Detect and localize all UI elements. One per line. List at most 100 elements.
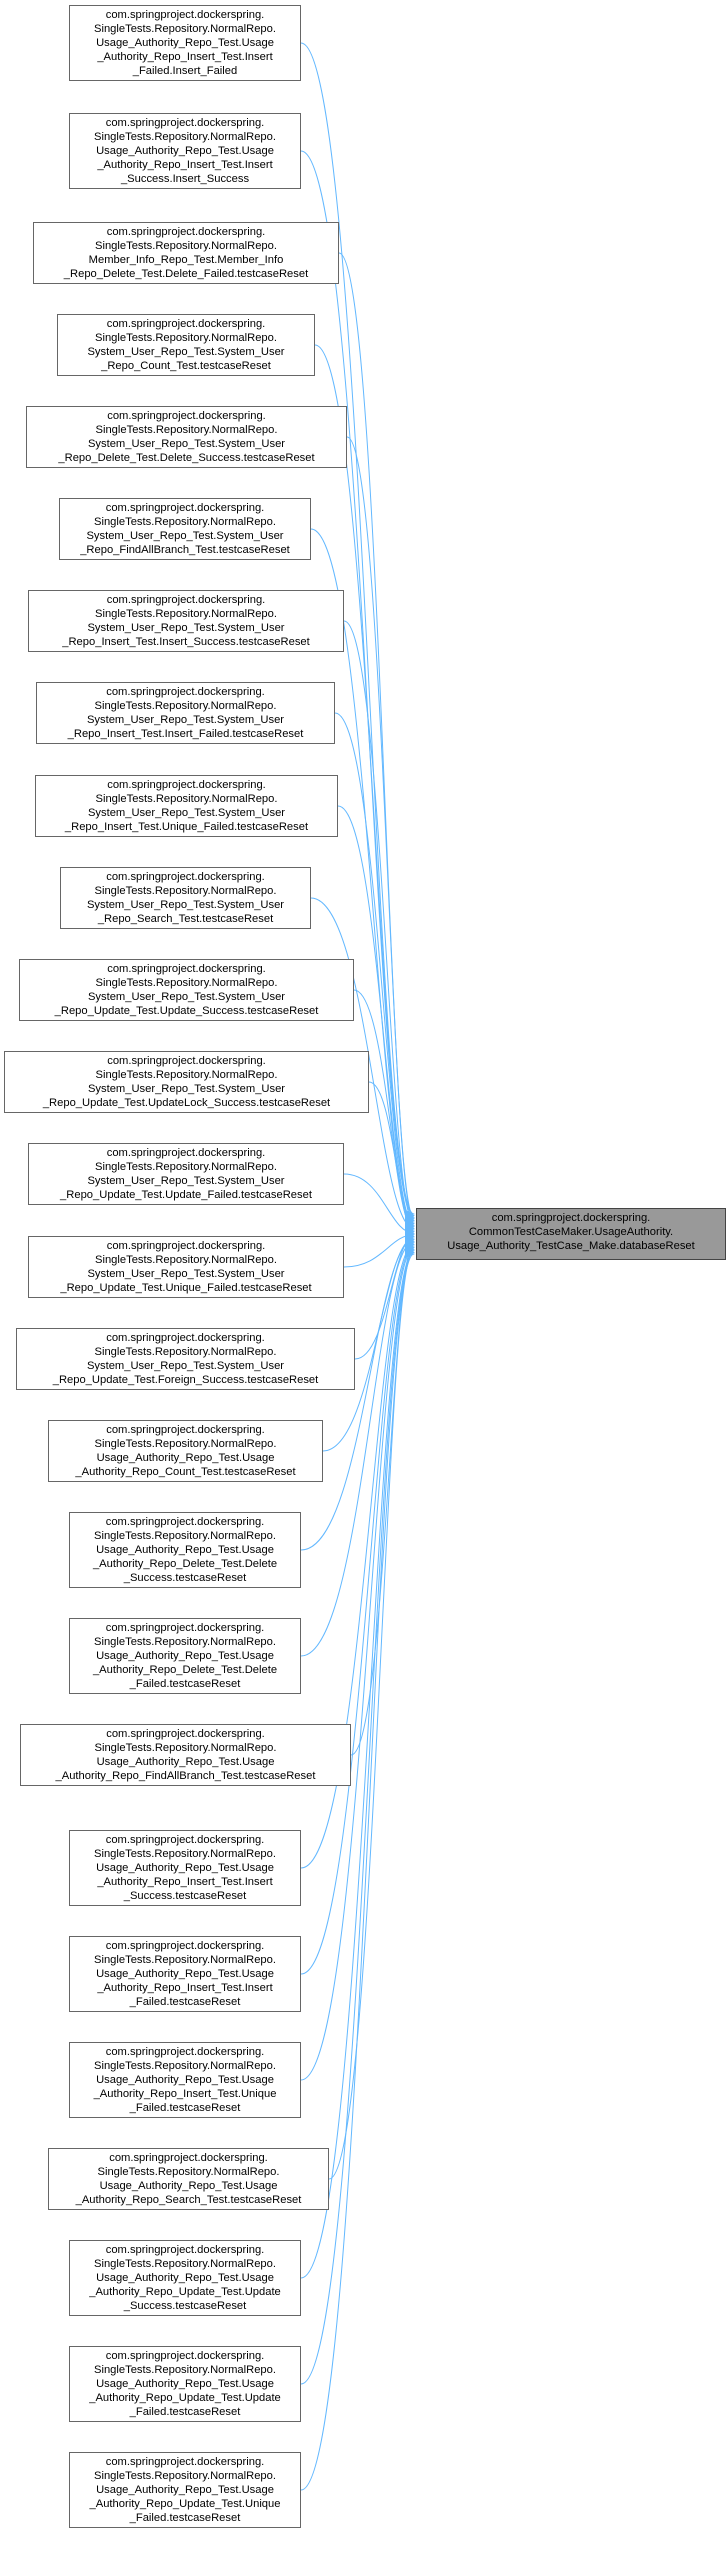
node-test-7[interactable]: com.springproject.dockerspring.SingleTes… [28, 590, 344, 652]
node-label-line: _Repo_Update_Test.Foreign_Success.testca… [52, 1374, 319, 1386]
node-label-line: SingleTests.Repository.NormalRepo. [95, 1069, 278, 1081]
node-test-26[interactable]: com.springproject.dockerspring. SingleTes… [69, 2452, 301, 2528]
node-label-line: com.springproject.dockerspring. [107, 1055, 266, 1067]
node-test-4[interactable]: com.springproject.dockerspring.SingleTes… [57, 314, 315, 376]
node-test-22[interactable]: com.springproject.dockerspring.SingleTes… [69, 2042, 301, 2118]
node-label-line: _Failed.testcaseReset [129, 2102, 241, 2114]
node-test-10[interactable]: com.springproject.dockerspring.SingleTes… [60, 867, 311, 929]
node-label-line: _Repo_Update_Test.Update_Failed.testcase… [60, 1189, 312, 1201]
node-test-17[interactable]: com.springproject.dockerspring. SingleTes… [69, 1512, 301, 1588]
node-test-11[interactable]: com.springproject.dockerspring. SingleTes… [19, 959, 354, 1021]
node-test-2[interactable]: com.springproject.dockerspring. SingleTes… [69, 113, 301, 189]
node-label-line: SingleTests.Repository.NormalRepo. [94, 1346, 277, 1358]
node-test-19[interactable]: com.springproject.dockerspring.SingleTes… [20, 1724, 351, 1786]
node-label-line: System_User_Repo_Test.System_User [86, 530, 284, 542]
node-test-24[interactable]: com.springproject.dockerspring.SingleTes… [69, 2240, 301, 2316]
node-label-line: com.springproject.dockerspring. [105, 1516, 265, 1528]
node-label-line: com.springproject.dockerspring. [105, 1940, 265, 1952]
node-label-line: com.springproject.dockerspring. [105, 2046, 265, 2058]
node-label-line: com.springproject.dockerspring. [105, 117, 265, 129]
node-label-line: _Authority_Repo_Delete_Test.Delete [92, 1558, 278, 1570]
node-label-line: com.springproject.dockerspring. [106, 1728, 265, 1740]
node-label-line: System_User_Repo_Test.System_User [87, 991, 286, 1003]
node-label-line: com.springproject.dockerspring. [106, 1424, 265, 1436]
node-label-line: SingleTests.Repository.NormalRepo. [94, 1848, 276, 1860]
node-label-line: com.springproject.dockerspring. [106, 594, 266, 606]
node-target-databasereset[interactable]: com.springproject.dockerspring.CommonTes… [416, 1208, 726, 1260]
node-test-8[interactable]: com.springproject.dockerspring. SingleTes… [36, 682, 335, 744]
node-label-line: _Failed.Insert_Failed [132, 65, 238, 77]
node-label-line: _Repo_Search_Test.testcaseReset [97, 913, 274, 925]
node-label-line: Usage_Authority_Repo_Test.Usage [96, 1650, 274, 1662]
node-label-line: Member_Info_Repo_Test.Member_Info [88, 254, 284, 266]
node-test-15[interactable]: com.springproject.dockerspring. SingleTes… [16, 1328, 355, 1390]
node-label-line: SingleTests.Repository.NormalRepo. [94, 700, 277, 712]
node-label-line: SingleTests.Repository.NormalRepo. [95, 240, 277, 252]
node-test-9[interactable]: com.springproject.dockerspring.SingleTes… [35, 775, 338, 837]
node-label-line: Usage_Authority_TestCase_Make.databaseRe… [447, 1240, 695, 1252]
node-label-line: SingleTests.Repository.NormalRepo. [97, 2166, 280, 2178]
node-test-1[interactable]: com.springproject.dockerspring.SingleTes… [69, 5, 301, 81]
node-label-line: Usage_Authority_Repo_Test.Usage [96, 145, 274, 157]
node-label-line: _Authority_Repo_Insert_Test.Unique [93, 2088, 277, 2100]
node-label-line: _Failed.testcaseReset [129, 2512, 241, 2524]
node-label-line: System_User_Repo_Test.System_User [87, 438, 286, 450]
node-label-line: com.springproject.dockerspring. [107, 779, 266, 791]
node-label-line: SingleTests.Repository.NormalRepo. [94, 131, 276, 143]
node-test-16[interactable]: com.springproject.dockerspring.SingleTes… [48, 1420, 323, 1482]
node-test-21[interactable]: com.springproject.dockerspring.SingleTes… [69, 1936, 301, 2012]
node-label-line: _Authority_Repo_Insert_Test.Insert [97, 159, 273, 171]
node-label-line: System_User_Repo_Test.System_User [87, 1175, 285, 1187]
node-label-line: com.springproject.dockerspring. [107, 963, 266, 975]
node-label-line: System_User_Repo_Test.System_User [87, 346, 285, 358]
node-label-line: _Authority_Repo_Update_Test.Update [89, 2392, 281, 2404]
node-test-20[interactable]: com.springproject.dockerspring.SingleTes… [69, 1830, 301, 1906]
node-label-line: SingleTests.Repository.NormalRepo. [95, 977, 278, 989]
node-label-line: SingleTests.Repository.NormalRepo. [94, 1636, 276, 1648]
node-label-line: com.springproject.dockerspring. [105, 2456, 265, 2468]
node-label-line: _Authority_Repo_Update_Test.Update [89, 2286, 281, 2298]
node-label-line: com.springproject.dockerspring. [106, 226, 266, 238]
node-test-13[interactable]: com.springproject.dockerspring.SingleTes… [28, 1143, 344, 1205]
node-label-line: SingleTests.Repository.NormalRepo. [94, 1530, 276, 1542]
node-test-3[interactable]: com.springproject.dockerspring. SingleTes… [33, 222, 339, 284]
node-label-line: com.springproject.dockerspring. [105, 1622, 265, 1634]
node-label-line: _Authority_Repo_Search_Test.testcaseRese… [75, 2194, 302, 2206]
node-label-line: com.springproject.dockerspring. [106, 686, 265, 698]
node-label-line: _Success.Insert_Success [120, 173, 250, 185]
node-label-line: _Success.testcaseReset [123, 2300, 247, 2312]
node-label-line: Usage_Authority_Repo_Test.Usage [96, 1862, 274, 1874]
node-test-5[interactable]: com.springproject.dockerspring.SingleTes… [26, 406, 347, 468]
node-test-14[interactable]: com.springproject.dockerspring.SingleTes… [28, 1236, 344, 1298]
node-label-line: com.springproject.dockerspring. [105, 2244, 265, 2256]
node-label-line: com.springproject.dockerspring. [106, 318, 266, 330]
node-label-line: _Success.testcaseReset [123, 1572, 247, 1584]
node-label-line: Usage_Authority_Repo_Test.Usage [96, 2378, 274, 2390]
node-test-25[interactable]: com.springproject.dockerspring. SingleTes… [69, 2346, 301, 2422]
node-label-line: Usage_Authority_Repo_Test.Usage [99, 2180, 278, 2192]
node-label-line: Usage_Authority_Repo_Test.Usage [96, 37, 274, 49]
node-label-line: System_User_Repo_Test.System_User [86, 899, 285, 911]
node-label-line: SingleTests.Repository.NormalRepo. [94, 885, 277, 897]
node-label-line: _Repo_Delete_Test.Delete_Failed.testcase… [63, 268, 309, 280]
node-label-line: _Repo_Update_Test.Update_Success.testcas… [54, 1005, 319, 1017]
node-test-6[interactable]: com.springproject.dockerspring.SingleTes… [59, 498, 311, 560]
node-test-18[interactable]: com.springproject.dockerspring. SingleTes… [69, 1618, 301, 1694]
node-label-line: SingleTests.Repository.NormalRepo. [94, 2364, 276, 2376]
node-label-line: System_User_Repo_Test.System_User [87, 622, 285, 634]
node-label-line: Usage_Authority_Repo_Test.Usage [96, 2272, 274, 2284]
node-label-line: com.springproject.dockerspring. [106, 1240, 266, 1252]
node-label-line: com.springproject.dockerspring. [105, 2350, 265, 2362]
node-label-line: _Authority_Repo_FindAllBranch_Test.testc… [55, 1770, 316, 1782]
node-label-line: _Failed.testcaseReset [129, 1678, 241, 1690]
node-label-line: com.springproject.dockerspring. [107, 410, 266, 422]
node-label-line: _Success.testcaseReset [123, 1890, 247, 1902]
node-label-line: Usage_Authority_Repo_Test.Usage [96, 2074, 274, 2086]
edge-12 [368, 1081, 415, 1236]
node-label-line: _Failed.testcaseReset [129, 2406, 241, 2418]
node-label-line: SingleTests.Repository.NormalRepo. [94, 2470, 276, 2482]
node-test-12[interactable]: com.springproject.dockerspring. SingleTes… [4, 1051, 369, 1113]
node-label-line: com.springproject.dockerspring. [106, 1332, 265, 1344]
node-label-line: _Authority_Repo_Insert_Test.Insert [97, 1876, 273, 1888]
node-test-23[interactable]: com.springproject.dockerspring.SingleTes… [48, 2148, 329, 2210]
